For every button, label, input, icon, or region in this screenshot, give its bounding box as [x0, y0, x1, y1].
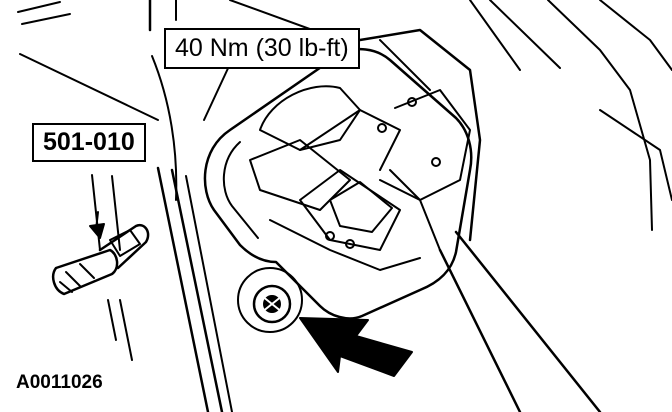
bolt-arrow	[299, 317, 413, 377]
torque-leader-line	[203, 63, 231, 121]
torque-spec-callout: 40 Nm (30 lb-ft)	[164, 28, 360, 69]
torx-bit-tool	[52, 211, 150, 296]
figure-id-label: A0011026	[16, 372, 103, 393]
tool-number-callout: 501-010	[32, 123, 146, 162]
module-body	[249, 85, 471, 271]
mounting-bracket	[203, 28, 672, 412]
mounting-bolt	[237, 267, 303, 333]
